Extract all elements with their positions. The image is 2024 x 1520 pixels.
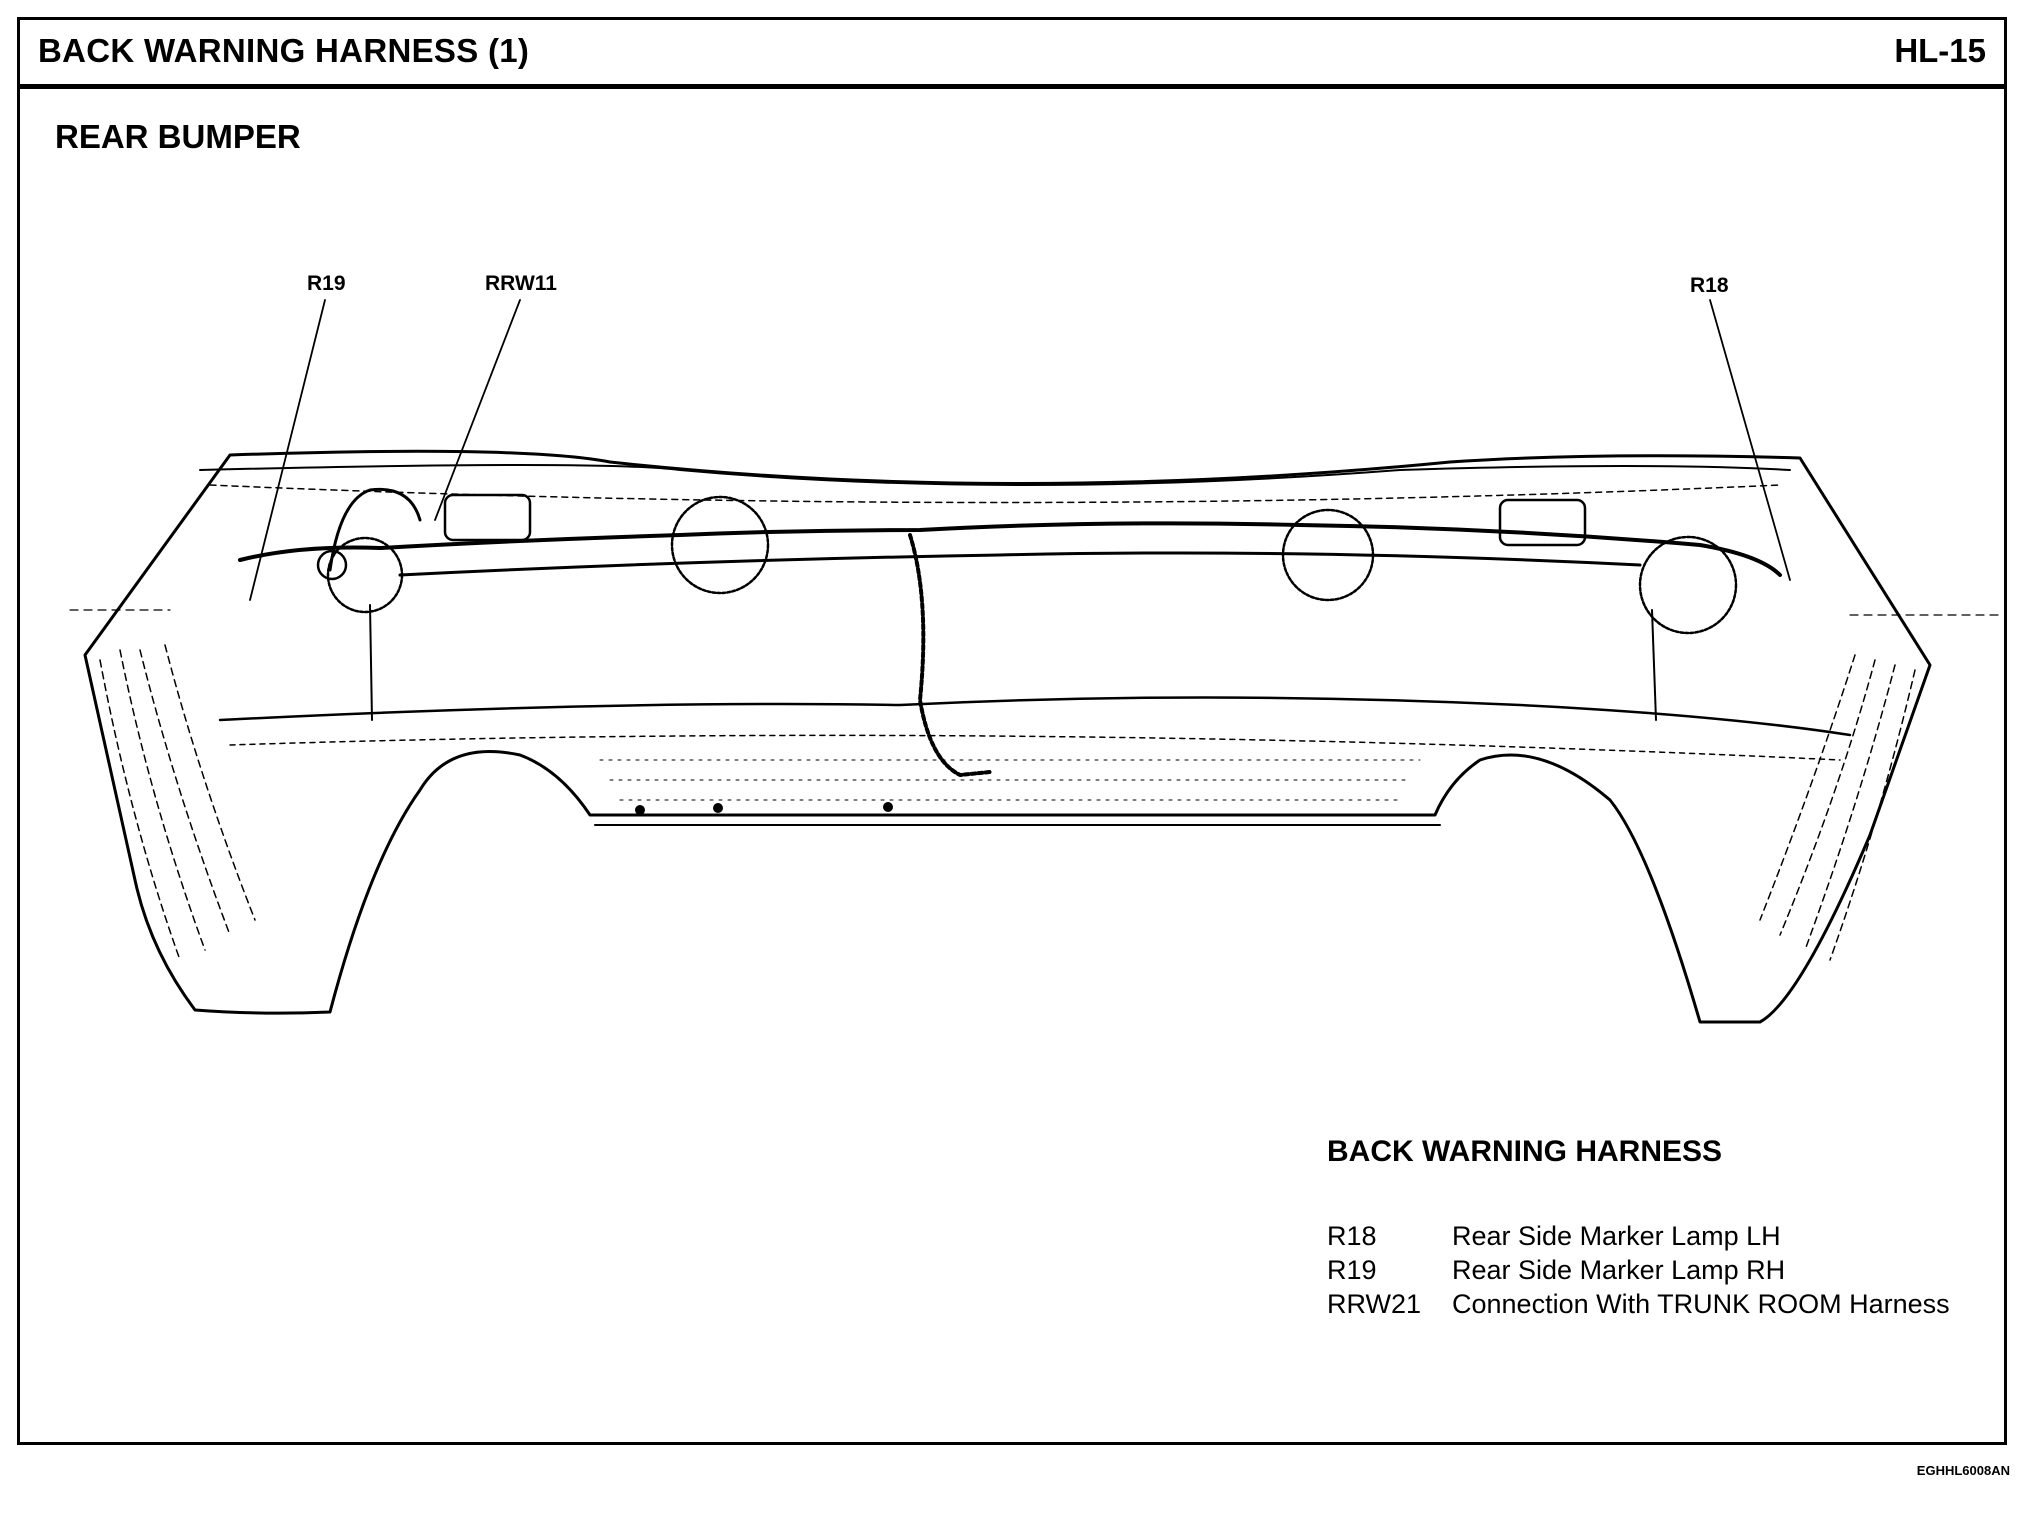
section-title: REAR BUMPER [55,118,301,155]
right-side-contours [1759,654,1916,961]
bumper-outline [83,449,1932,1024]
legend-code: R19 [1327,1255,1377,1285]
figure-code: EGHHL6008AN [1916,1463,2010,1478]
middle-body-line [218,696,1852,737]
left-post [369,604,373,721]
side-reference-dashes [69,609,2001,616]
left-lamp-housing [443,493,532,542]
page-frame: BACK WARNING HARNESS (1) HL-15 REAR BUMP… [17,17,2007,1445]
callout-r19: R19 [307,272,346,295]
lower-lip-fasteners [635,802,893,815]
legend-description: Rear Side Marker Lamp LH [1452,1221,1781,1251]
fastener-3 [883,802,893,812]
right-post [1651,609,1657,721]
leader-rrw11 [434,299,521,521]
middle-body-line-dashed [229,734,1841,761]
page-code: HL-15 [1894,32,1986,69]
legend-title: BACK WARNING HARNESS [1327,1135,1723,1168]
right-lamp-housing [1498,498,1587,547]
lower-hatching [599,759,1421,801]
legend-row: R19 Rear Side Marker Lamp RH [1327,1253,1950,1287]
upper-ledge [199,464,1791,486]
r19-connector [316,549,348,581]
sensor-left-inner [670,495,770,595]
leader-r19 [249,299,326,601]
fastener-1 [635,805,645,815]
legend-row: R18 Rear Side Marker Lamp LH [1327,1219,1950,1253]
page-title: BACK WARNING HARNESS (1) [38,32,530,69]
legend: BACK WARNING HARNESS R18 Rear Side Marke… [1327,1135,1950,1321]
harness-loop-r19 [328,487,422,572]
harness-drop [908,533,992,777]
upper-ledge-dashed [209,484,1781,504]
callout-rrw11: RRW11 [485,272,557,295]
leader-r18 [1709,299,1791,581]
left-side-contours [99,644,256,961]
legend-row: RRW21 Connection With TRUNK ROOM Harness [1327,1287,1950,1321]
sensor-right-outer [1638,535,1738,635]
sensor-right-inner [1281,508,1375,602]
sensor-left-outer [326,536,404,614]
lower-lip [589,814,1441,826]
harness-main-run [238,521,1782,577]
harness-secondary-run [398,551,1642,577]
legend-description: Rear Side Marker Lamp RH [1452,1255,1786,1285]
page-header: BACK WARNING HARNESS (1) HL-15 [20,20,2004,89]
legend-description: Connection With TRUNK ROOM Harness [1452,1289,1950,1319]
fastener-2 [713,803,723,813]
legend-code: RRW21 [1327,1289,1422,1319]
callout-r18: R18 [1690,274,1729,297]
legend-code: R18 [1327,1221,1377,1251]
